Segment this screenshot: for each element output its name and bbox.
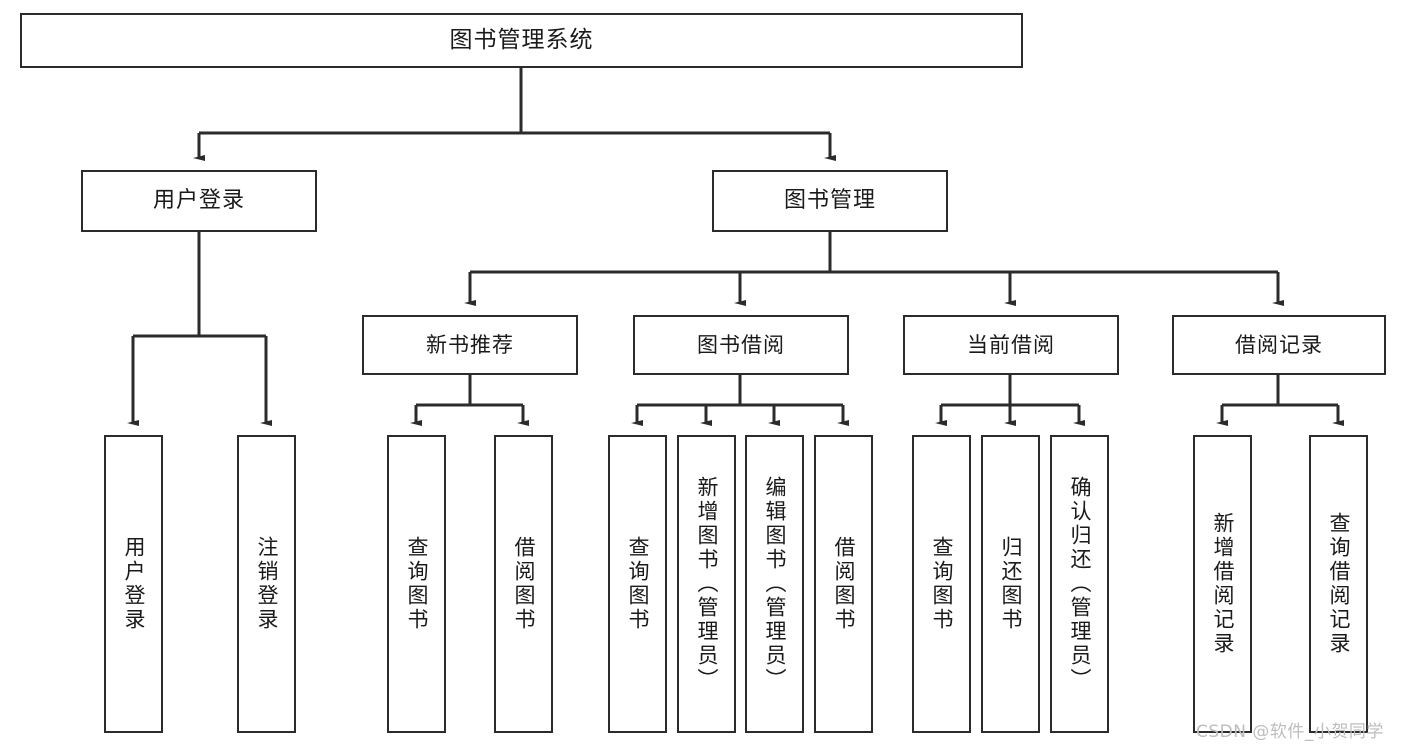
connector-currentborrow-to-leaves: [935, 375, 1085, 426]
leaf-user-login-logout[interactable]: 注销登录: [237, 435, 296, 733]
leaf-borrow-record-add[interactable]: 新增借阅记录: [1193, 435, 1252, 733]
leaf-book-borrow-query[interactable]: 查询图书: [608, 435, 667, 733]
node-borrow-record[interactable]: 借阅记录: [1172, 315, 1386, 375]
leaf-current-borrow-return[interactable]: 归还图书: [981, 435, 1040, 733]
leaf-book-borrow-borrow[interactable]: 借阅图书: [814, 435, 873, 733]
node-root-book-management-system[interactable]: 图书管理系统: [20, 13, 1023, 68]
node-new-book-recommend-label: 新书推荐: [426, 332, 514, 357]
leaf-new-book-borrow-label: 借阅图书: [511, 536, 536, 632]
connector-bookborrow-to-leaves: [631, 375, 849, 426]
node-root-label: 图书管理系统: [449, 27, 594, 54]
node-book-borrow-label: 图书借阅: [697, 332, 785, 357]
leaf-new-book-query[interactable]: 查询图书: [387, 435, 446, 733]
leaf-current-borrow-query-label: 查询图书: [929, 536, 954, 632]
node-user-login-label: 用户登录: [152, 188, 245, 214]
csdn-watermark: CSDN @软件_小贺同学: [1196, 722, 1384, 742]
leaf-book-borrow-edit-label: 编辑图书（管理员）: [762, 476, 787, 692]
leaf-current-borrow-confirm-return-label: 确认归还（管理员）: [1067, 476, 1092, 692]
connector-root-to-level2: [193, 68, 836, 161]
connector-bookmgmt-to-level3: [464, 232, 1284, 306]
leaf-borrow-record-query[interactable]: 查询借阅记录: [1309, 435, 1368, 733]
node-current-borrow-label: 当前借阅: [967, 332, 1055, 357]
node-book-management[interactable]: 图书管理: [712, 170, 948, 232]
connector-newbook-to-leaves: [410, 375, 529, 426]
leaf-book-borrow-query-label: 查询图书: [625, 536, 650, 632]
node-borrow-record-label: 借阅记录: [1235, 332, 1323, 357]
leaf-book-borrow-add[interactable]: 新增图书（管理员）: [677, 435, 736, 733]
leaf-borrow-record-add-label: 新增借阅记录: [1210, 512, 1235, 656]
node-new-book-recommend[interactable]: 新书推荐: [362, 315, 578, 375]
leaf-current-borrow-query[interactable]: 查询图书: [912, 435, 971, 733]
connector-userlogin-to-leaves: [127, 232, 272, 426]
node-user-login[interactable]: 用户登录: [81, 170, 317, 232]
leaf-user-login-logout-label: 注销登录: [254, 536, 279, 632]
node-book-management-label: 图书管理: [783, 188, 876, 214]
leaf-book-borrow-add-label: 新增图书（管理员）: [694, 476, 719, 692]
leaf-current-borrow-return-label: 归还图书: [998, 536, 1023, 632]
leaf-new-book-query-label: 查询图书: [404, 536, 429, 632]
leaf-user-login-login-label: 用户登录: [121, 536, 146, 632]
leaf-current-borrow-confirm-return[interactable]: 确认归还（管理员）: [1050, 435, 1109, 733]
leaf-book-borrow-borrow-label: 借阅图书: [831, 536, 856, 632]
connector-borrowrecord-to-leaves: [1216, 375, 1344, 426]
leaf-borrow-record-query-label: 查询借阅记录: [1326, 512, 1351, 656]
leaf-new-book-borrow[interactable]: 借阅图书: [494, 435, 553, 733]
leaf-book-borrow-edit[interactable]: 编辑图书（管理员）: [745, 435, 804, 733]
node-book-borrow[interactable]: 图书借阅: [633, 315, 849, 375]
leaf-user-login-login[interactable]: 用户登录: [104, 435, 163, 733]
node-current-borrow[interactable]: 当前借阅: [903, 315, 1119, 375]
